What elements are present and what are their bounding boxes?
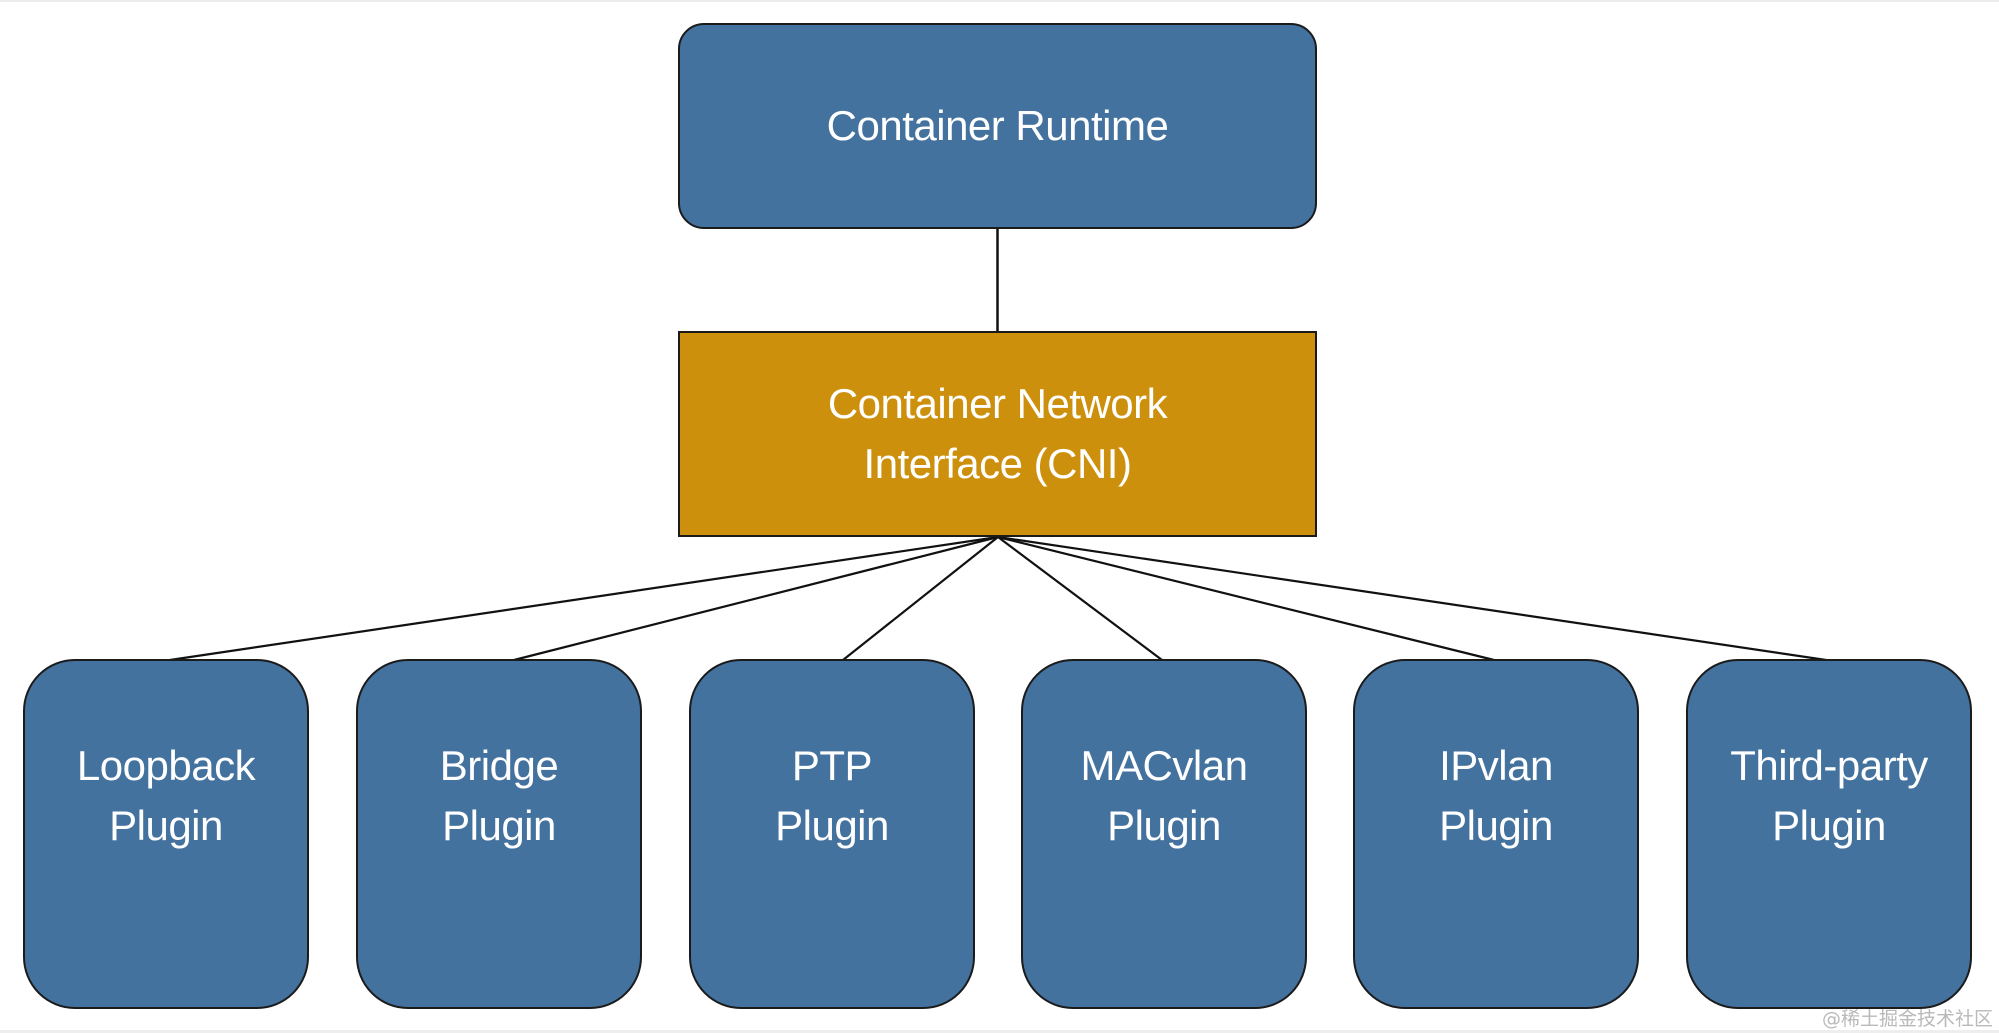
- container-runtime-node: Container Runtime: [678, 23, 1317, 229]
- edge-cni-ptp: [842, 536, 999, 661]
- cni-label-line2: Interface (CNI): [863, 440, 1132, 487]
- edge-cni-bridge: [513, 535, 999, 662]
- plugin-suffix: Plugin: [775, 802, 889, 849]
- plugin-ptp-node: PTP Plugin: [689, 659, 975, 1009]
- edge-cni-ipvlan: [997, 535, 1495, 662]
- plugin-ipvlan-node: IPvlan Plugin: [1353, 659, 1639, 1009]
- edge-cni-macvlan: [997, 536, 1163, 661]
- plugin-suffix: Plugin: [1439, 802, 1553, 849]
- plugin-suffix: Plugin: [442, 802, 556, 849]
- plugin-name: Loopback: [76, 742, 256, 789]
- plugin-suffix: Plugin: [1772, 802, 1886, 849]
- plugin-name: Third-party: [1730, 742, 1928, 789]
- top-border: [0, 0, 1999, 2]
- bottom-border: [0, 1030, 1999, 1033]
- plugin-bridge-node: Bridge Plugin: [356, 659, 642, 1009]
- plugin-name: PTP: [791, 742, 873, 789]
- plugin-third-party-node: Third-party Plugin: [1686, 659, 1972, 1009]
- plugin-suffix: Plugin: [1107, 802, 1221, 849]
- plugin-name: MACvlan: [1080, 742, 1248, 789]
- plugin-loopback-node: Loopback Plugin: [23, 659, 309, 1009]
- cni-node: Container Network Interface (CNI): [678, 331, 1317, 537]
- watermark: @稀土掘金技术社区: [1821, 1008, 1993, 1030]
- plugin-name: IPvlan: [1439, 742, 1553, 789]
- plugin-macvlan-node: MACvlan Plugin: [1021, 659, 1307, 1009]
- plugin-name: Bridge: [439, 742, 559, 789]
- edge-cni-loopback: [169, 535, 999, 662]
- plugin-suffix: Plugin: [109, 802, 223, 849]
- container-runtime-label: Container Runtime: [826, 102, 1169, 149]
- edge-cni-third-party: [997, 535, 1827, 662]
- cni-label-line1: Container Network: [827, 380, 1168, 427]
